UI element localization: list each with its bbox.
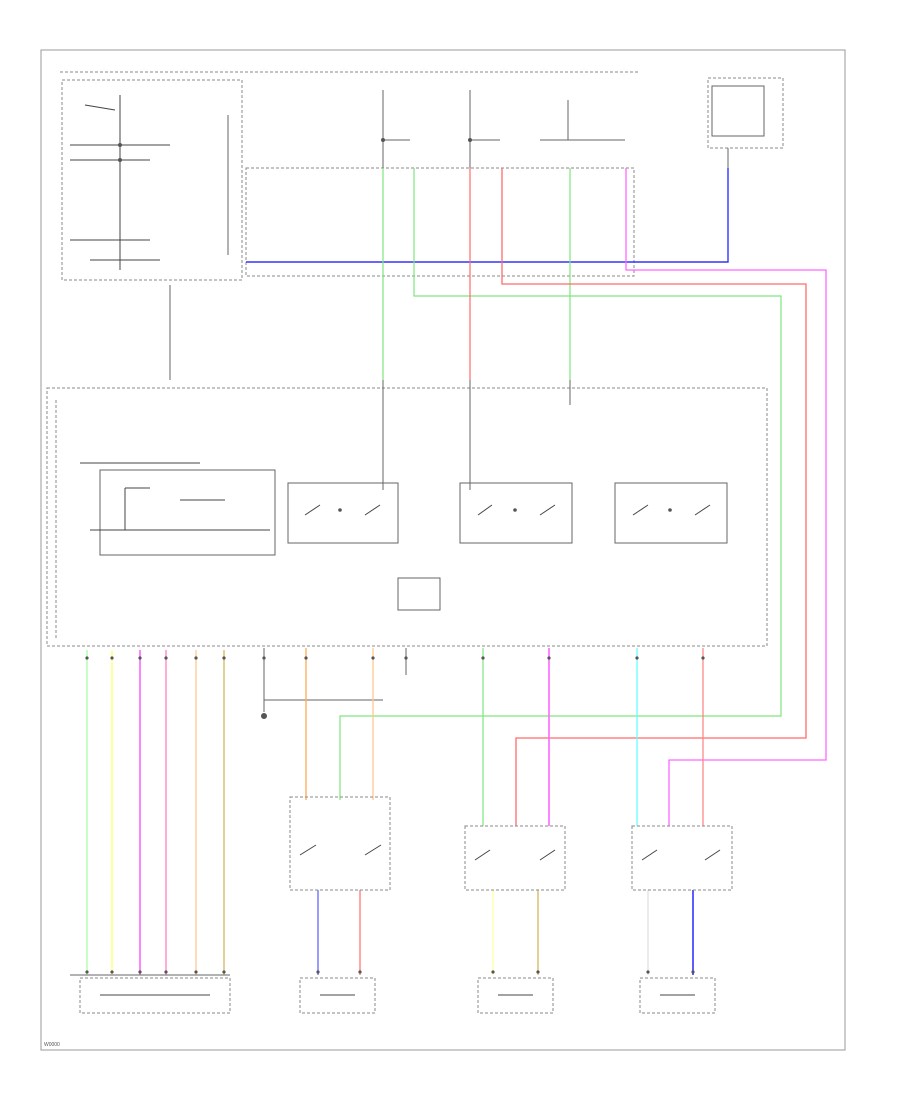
power-window-control-unit xyxy=(46,387,768,647)
driver-switch-group xyxy=(99,469,276,556)
wire-harness xyxy=(86,168,827,975)
front-passenger-door-switch xyxy=(289,796,391,891)
wire-green-loop xyxy=(339,168,782,800)
connector-dots xyxy=(85,656,705,974)
ground-point xyxy=(261,713,267,719)
window-motors xyxy=(70,974,716,1014)
top-fuse-area xyxy=(60,71,784,281)
left-rear-door-switch xyxy=(464,825,566,891)
outer-frame xyxy=(40,49,846,1051)
auto-switch-box xyxy=(397,577,441,611)
left-rear-switch-box xyxy=(459,482,573,544)
left-rear-window-motor xyxy=(477,977,554,1014)
wire-blue-top xyxy=(246,168,729,263)
front-passenger-switch-box xyxy=(287,482,399,544)
door-switches xyxy=(289,796,733,891)
indicator-box xyxy=(707,77,784,149)
right-rear-window-motor xyxy=(639,977,716,1014)
wire-red-loop xyxy=(501,168,807,826)
right-rear-switch-box xyxy=(614,482,728,544)
wire-pink-loop xyxy=(625,168,827,826)
connector-strip xyxy=(245,167,635,277)
footer-code: W0000 xyxy=(44,1042,60,1048)
power-window-relay-box xyxy=(61,79,243,281)
driver-window-motor xyxy=(79,977,231,1014)
right-rear-door-switch xyxy=(631,825,733,891)
front-passenger-window-motor xyxy=(299,977,376,1014)
